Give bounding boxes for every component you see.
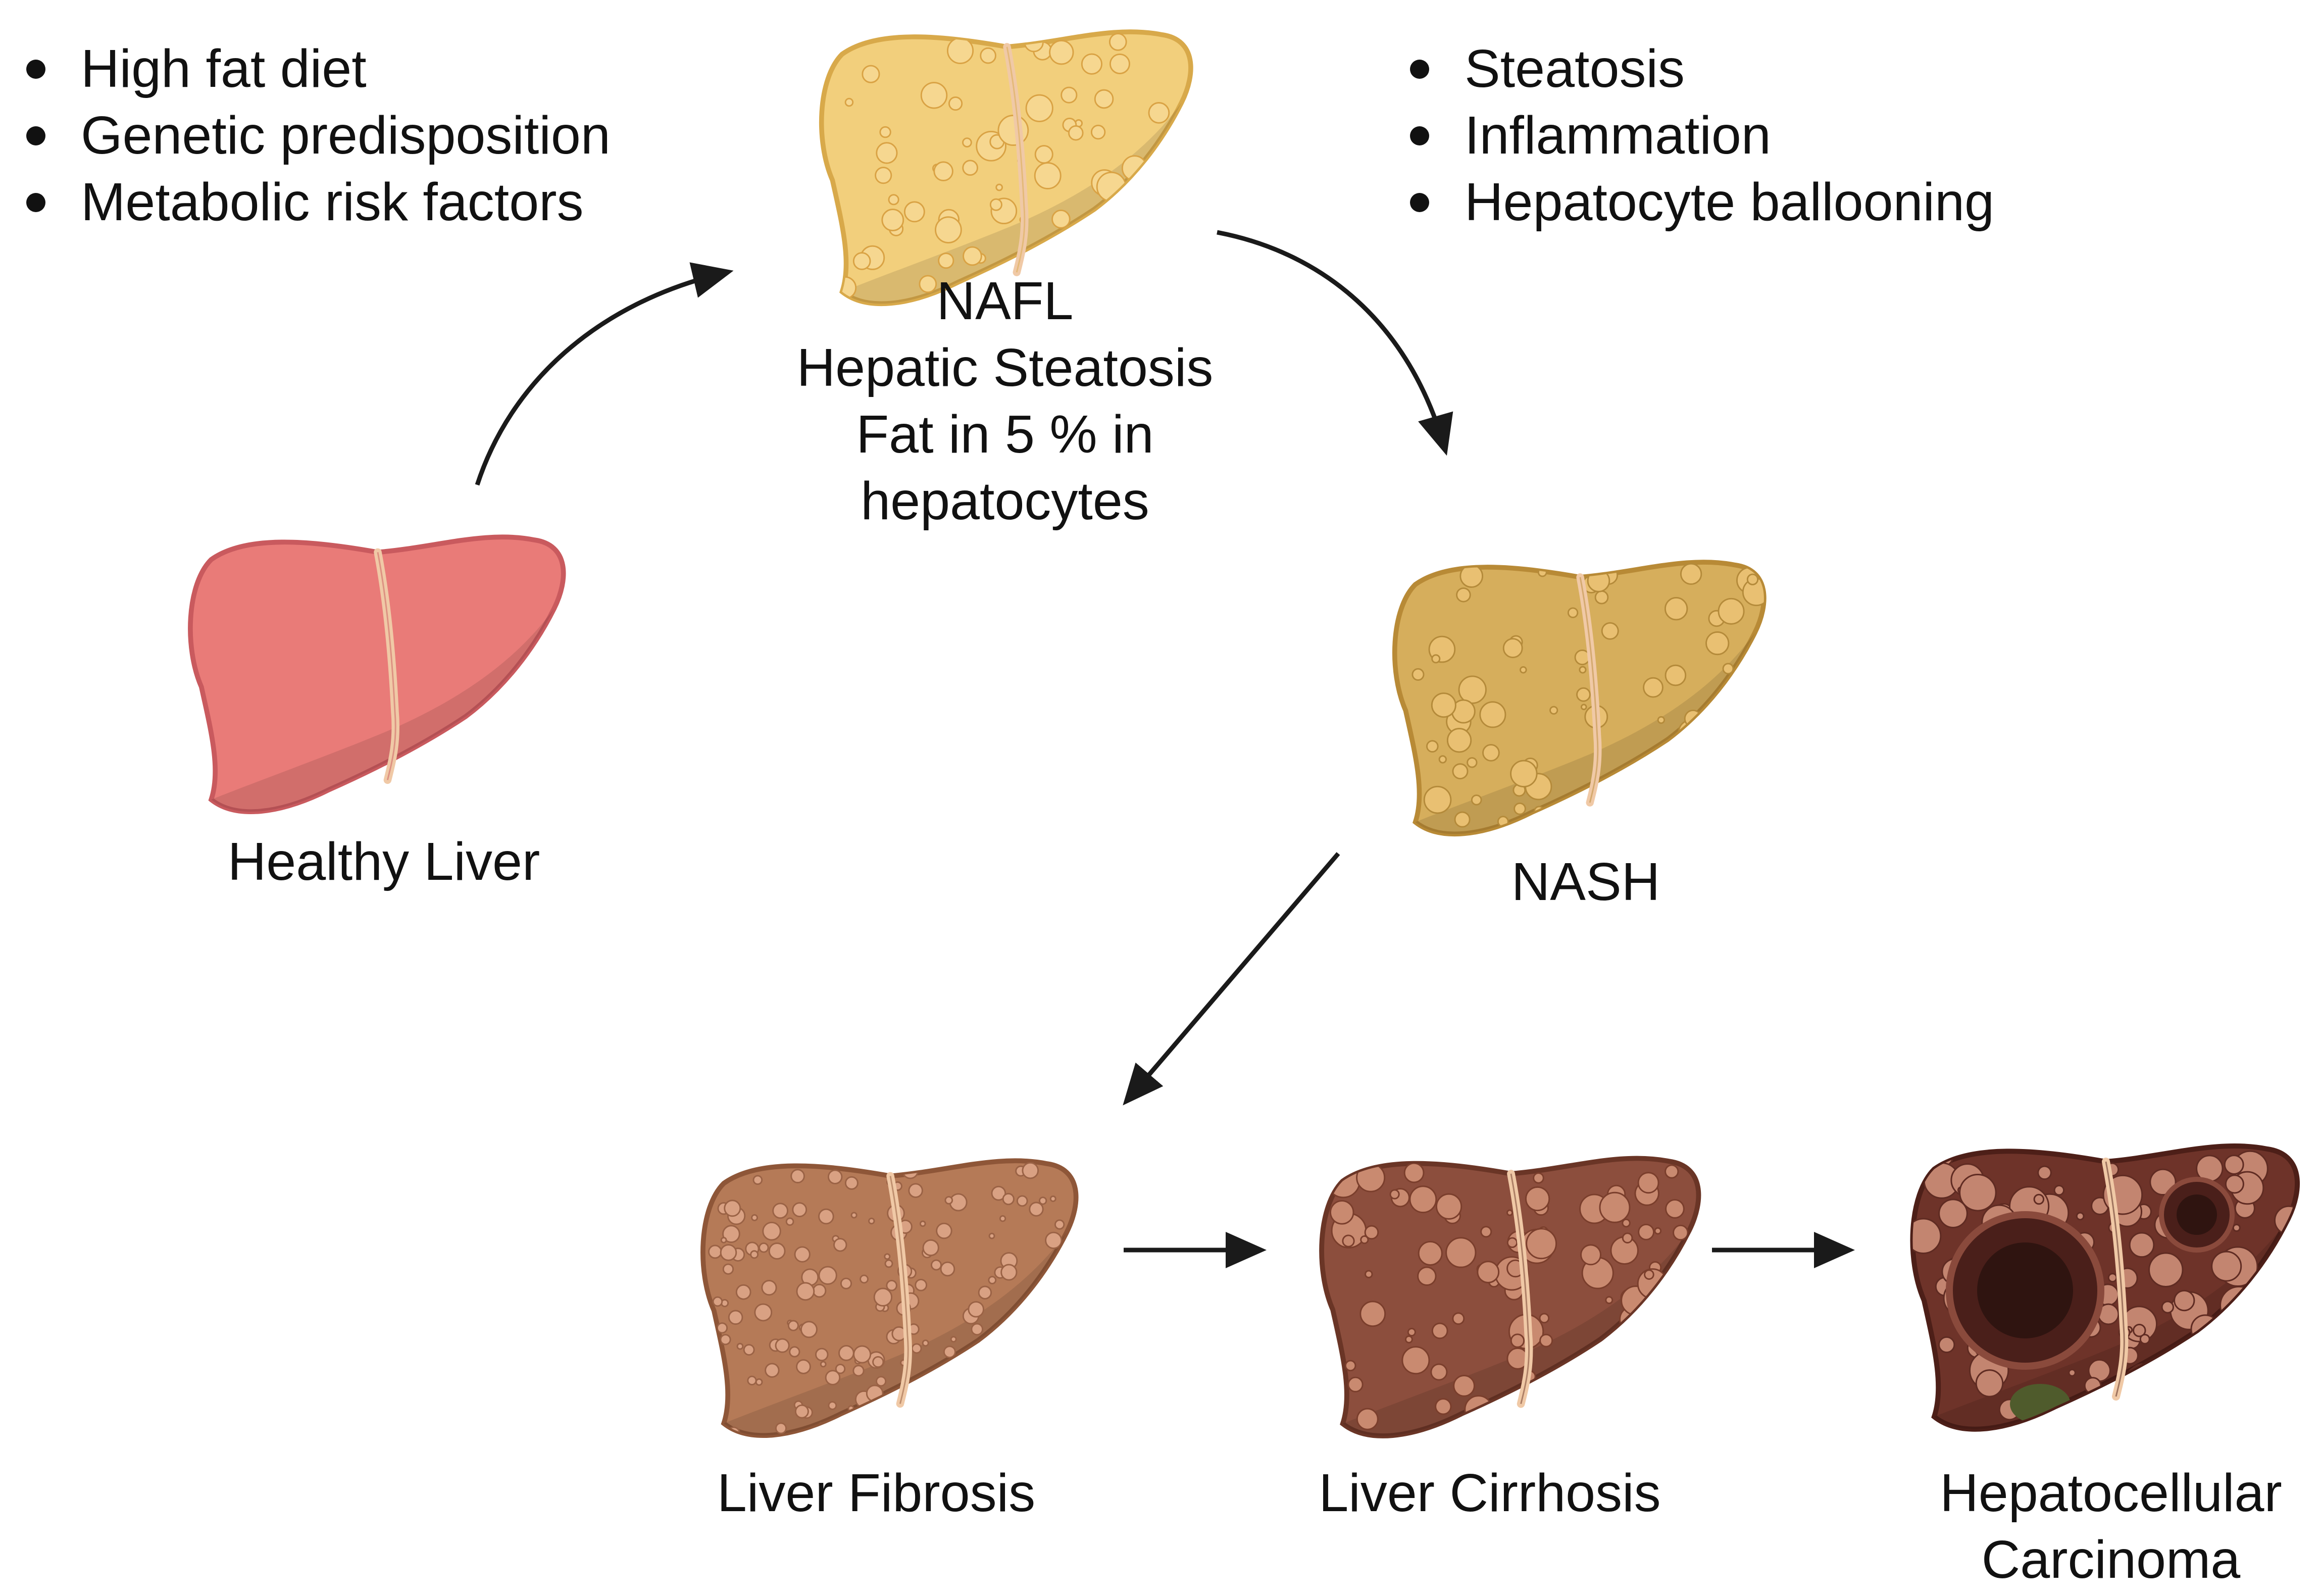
label-line: hepatocytes	[861, 471, 1149, 531]
nash-feature-list: Steatosis Inflammation Hepatocyte balloo…	[1399, 35, 1994, 235]
nafl-label: NAFL Hepatic Steatosis Fat in 5 % in hep…	[797, 268, 1214, 534]
risk-factor-item: Genetic predisposition	[15, 102, 611, 169]
risk-factor-item: High fat diet	[15, 35, 611, 102]
label-line: Hepatocellular	[1940, 1463, 2282, 1523]
risk-factor-list: High fat diet Genetic predisposition Met…	[15, 35, 611, 235]
arrow-nafl-to-nash	[1217, 230, 1453, 456]
healthy-liver-label: Healthy Liver	[228, 828, 540, 895]
label-line: Liver Cirrhosis	[1319, 1463, 1661, 1523]
cirrhosis-liver-icon	[1313, 1158, 1709, 1463]
label-line: Liver Fibrosis	[717, 1463, 1036, 1523]
nash-feature-item: Inflammation	[1399, 102, 1994, 169]
label-line: Fat in 5 % in	[856, 405, 1154, 464]
label-line: Hepatic Steatosis	[796, 338, 1214, 397]
hcc-liver-icon	[1904, 1142, 2308, 1457]
label-line: Carcinoma	[1981, 1530, 2241, 1589]
risk-factor-item: Metabolic risk factors	[15, 169, 611, 235]
nash-liver-icon	[1386, 562, 1774, 861]
arrow-healthy-to-nafl	[475, 262, 734, 486]
hcc-label: Hepatocellular Carcinoma	[1940, 1460, 2282, 1593]
label-line: NAFL	[936, 271, 1074, 331]
healthy-liver-icon	[182, 537, 574, 839]
arrow-nash-to-fibrosis	[1123, 852, 1340, 1106]
liver-cirrhosis-label: Liver Cirrhosis	[1319, 1460, 1660, 1526]
label-line: NASH	[1511, 852, 1660, 912]
nash-feature-item: Steatosis	[1399, 35, 1994, 102]
fibrosis-liver-icon	[694, 1161, 1086, 1463]
liver-fibrosis-label: Liver Fibrosis	[717, 1460, 1035, 1526]
nash-feature-item: Hepatocyte ballooning	[1399, 169, 1994, 235]
nash-label: NASH	[1511, 849, 1660, 915]
label-line: Healthy Liver	[227, 832, 540, 891]
